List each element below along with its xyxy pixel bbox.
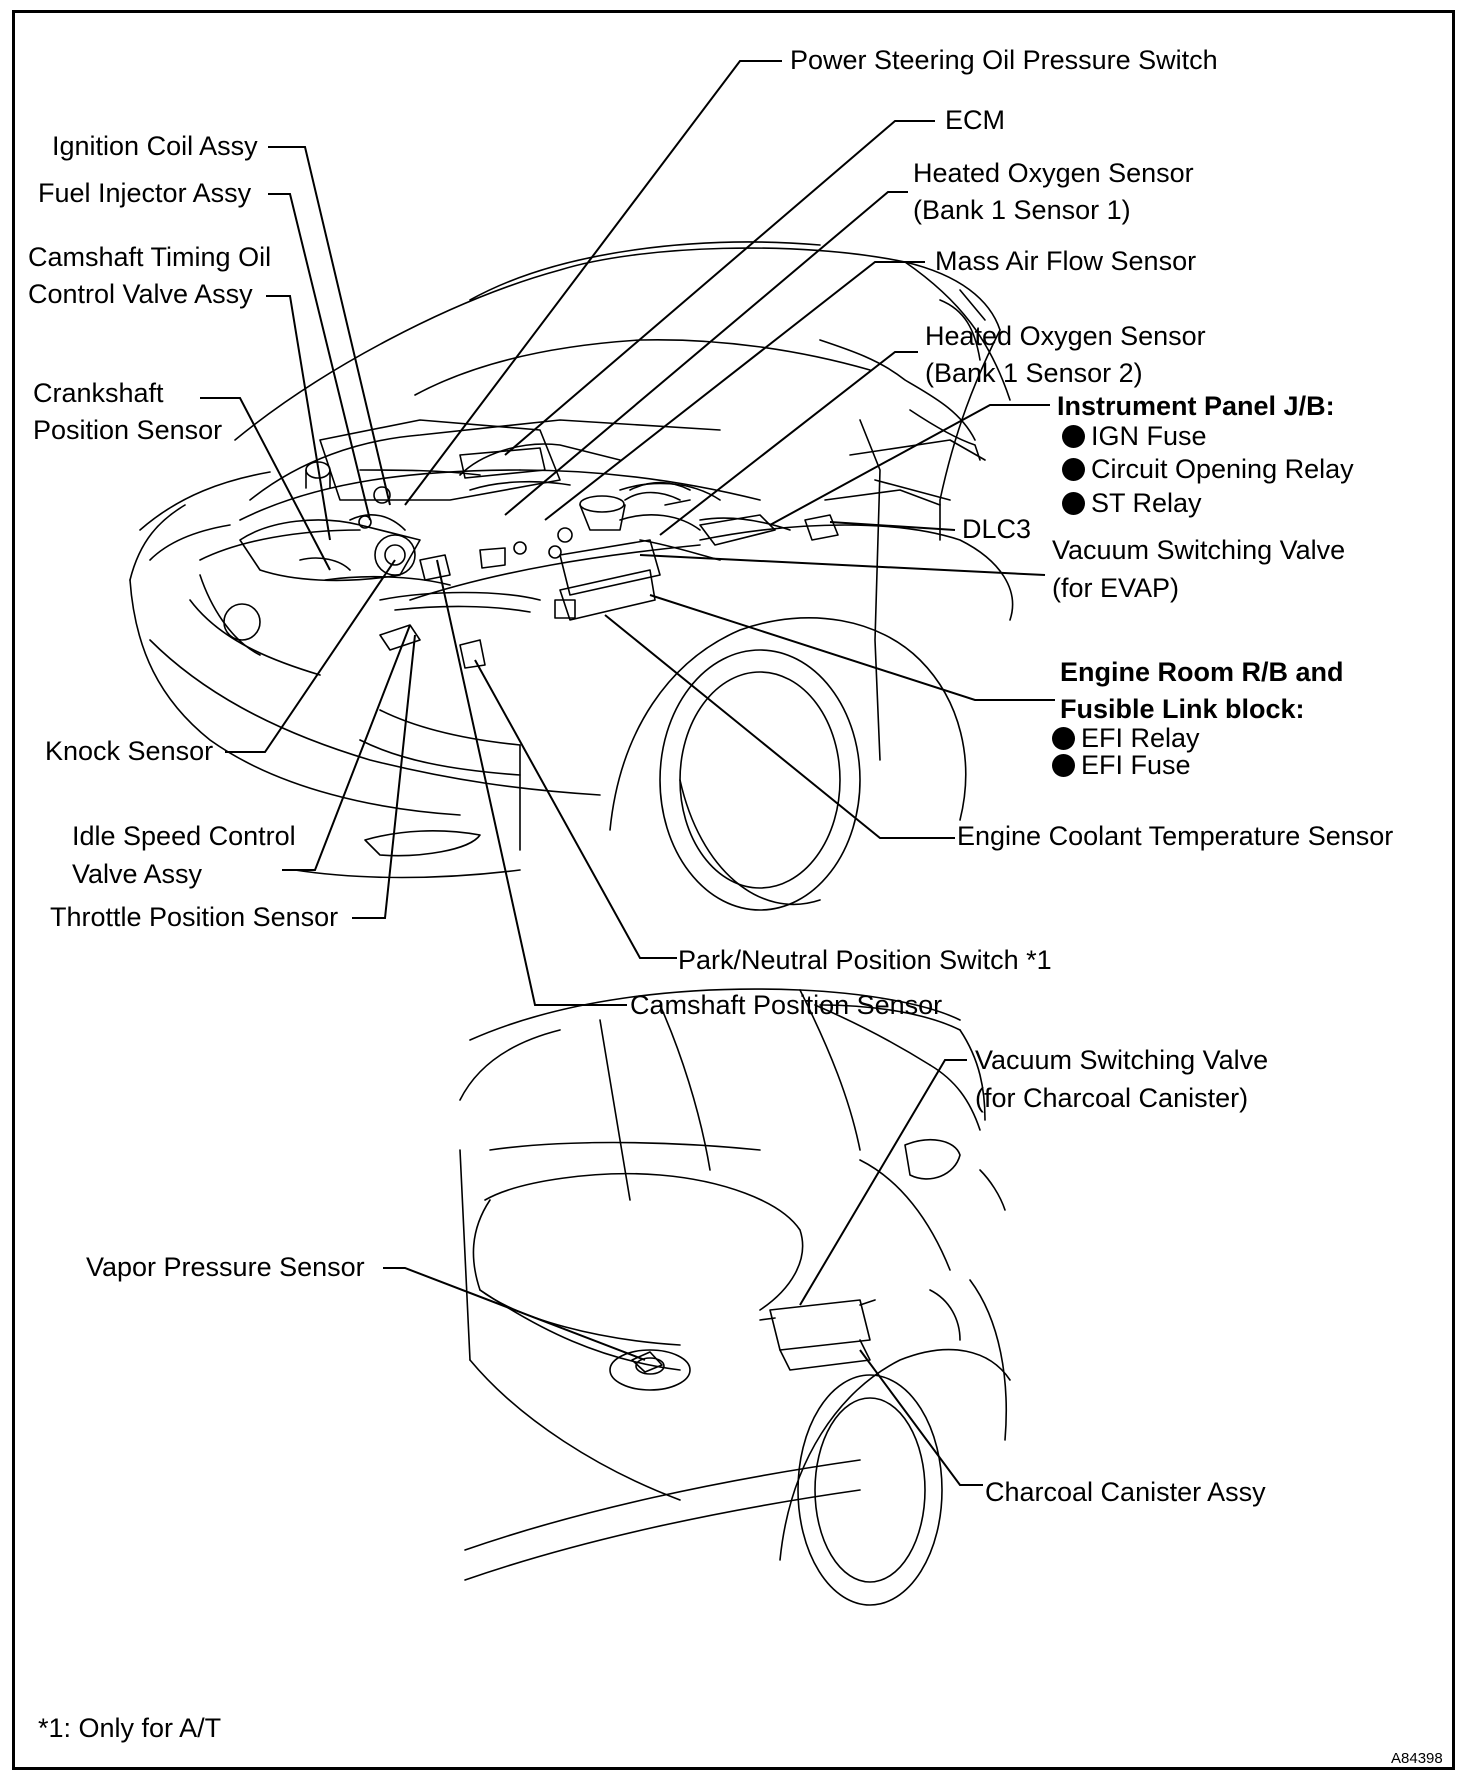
engine-room-rb-title-line1: Engine Room R/B and — [1060, 657, 1344, 687]
charcoal-canister-assy-label: Charcoal Canister Assy — [985, 1477, 1266, 1507]
ecm-label: ECM — [945, 105, 1005, 135]
dlc3-label: DLC3 — [962, 514, 1032, 544]
knock-sensor-label: Knock Sensor — [45, 736, 214, 766]
heated-oxygen-sensor-b1s1-label-line2: (Bank 1 Sensor 1) — [913, 195, 1131, 225]
vsv-evap-label-line1: Vacuum Switching Valve — [1052, 535, 1346, 565]
power-steering-oil-pressure-switch-label: Power Steering Oil Pressure Switch — [790, 45, 1218, 75]
fuel-injector-assy-label: Fuel Injector Assy — [38, 178, 252, 208]
throttle-position-sensor-label: Throttle Position Sensor — [50, 902, 339, 932]
idle-speed-control-valve-label-line1: Idle Speed Control — [72, 821, 296, 851]
bullet-icon — [1052, 727, 1075, 750]
ignition-coil-assy-label: Ignition Coil Assy — [52, 131, 258, 161]
mass-air-flow-sensor-label: Mass Air Flow Sensor — [935, 246, 1197, 276]
bullet-icon — [1052, 754, 1075, 777]
heated-oxygen-sensor-b1s2-label-line1: Heated Oxygen Sensor — [925, 321, 1206, 351]
engine-room-item-efi-relay: EFI Relay — [1052, 722, 1200, 755]
engine-coolant-temperature-sensor-label: Engine Coolant Temperature Sensor — [957, 821, 1394, 851]
vsv-evap-label-line2: (for EVAP) — [1052, 573, 1180, 603]
rear-car-drawing — [459, 988, 1011, 1606]
vsv-charcoal-canister-label-line2: (for Charcoal Canister) — [975, 1083, 1249, 1113]
footnote: *1: Only for A/T — [38, 1713, 222, 1743]
park-neutral-position-switch-label: Park/Neutral Position Switch *1 — [678, 945, 1052, 975]
heated-oxygen-sensor-b1s1-label-line1: Heated Oxygen Sensor — [913, 158, 1194, 188]
camshaft-timing-oil-control-valve-label-line1: Camshaft Timing Oil — [28, 242, 272, 272]
bullet-icon — [1062, 492, 1085, 515]
idle-speed-control-valve-label-line2: Valve Assy — [72, 859, 203, 889]
front-car-drawing — [129, 241, 1014, 911]
instrument-panel-item-ign-fuse: IGN Fuse — [1062, 420, 1207, 453]
camshaft-timing-oil-control-valve-label-line2: Control Valve Assy — [28, 279, 253, 309]
crankshaft-position-sensor-label-line2: Position Sensor — [33, 415, 223, 445]
vapor-pressure-sensor-label: Vapor Pressure Sensor — [86, 1252, 365, 1282]
instrument-panel-jb-title: Instrument Panel J/B: — [1057, 391, 1335, 421]
vsv-charcoal-canister-label-line1: Vacuum Switching Valve — [975, 1045, 1269, 1075]
leader-lines — [200, 60, 1055, 1486]
bullet-icon — [1062, 425, 1085, 448]
instrument-panel-item-circuit-opening-relay: Circuit Opening Relay — [1062, 453, 1354, 486]
diagram-frame — [12, 10, 1455, 1770]
camshaft-position-sensor-label: Camshaft Position Sensor — [630, 990, 943, 1020]
engine-room-item-efi-fuse: EFI Fuse — [1052, 749, 1191, 782]
bullet-icon — [1062, 458, 1085, 481]
crankshaft-position-sensor-label-line1: Crankshaft — [33, 378, 164, 408]
instrument-panel-item-st-relay: ST Relay — [1062, 487, 1202, 520]
figure-id: A84398 — [1391, 1750, 1443, 1767]
engine-room-rb-title-line2: Fusible Link block: — [1060, 694, 1305, 724]
heated-oxygen-sensor-b1s2-label-line2: (Bank 1 Sensor 2) — [925, 358, 1143, 388]
